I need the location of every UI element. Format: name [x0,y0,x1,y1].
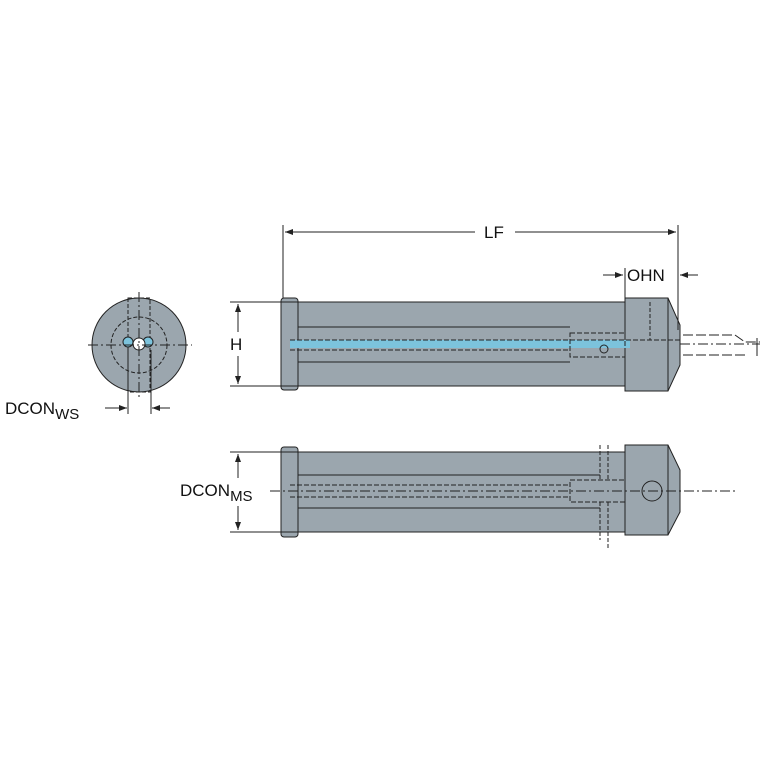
ohn-label: OHN [627,266,665,285]
dcon-ms-main: DCON [180,481,231,500]
h-label: H [230,335,243,354]
lf-label: LF [484,223,504,242]
dcon-ws-main: DCON [5,399,56,418]
dcon-ms-sub: MS [230,488,253,505]
side-view-top [230,225,760,392]
dcon-ws-sub: WS [55,406,80,423]
end-view [88,292,192,414]
side-view-bottom [230,444,735,548]
dcon-ws-label: DCONWS [5,399,80,423]
dcon-ms-label: DCONMS [180,482,253,504]
